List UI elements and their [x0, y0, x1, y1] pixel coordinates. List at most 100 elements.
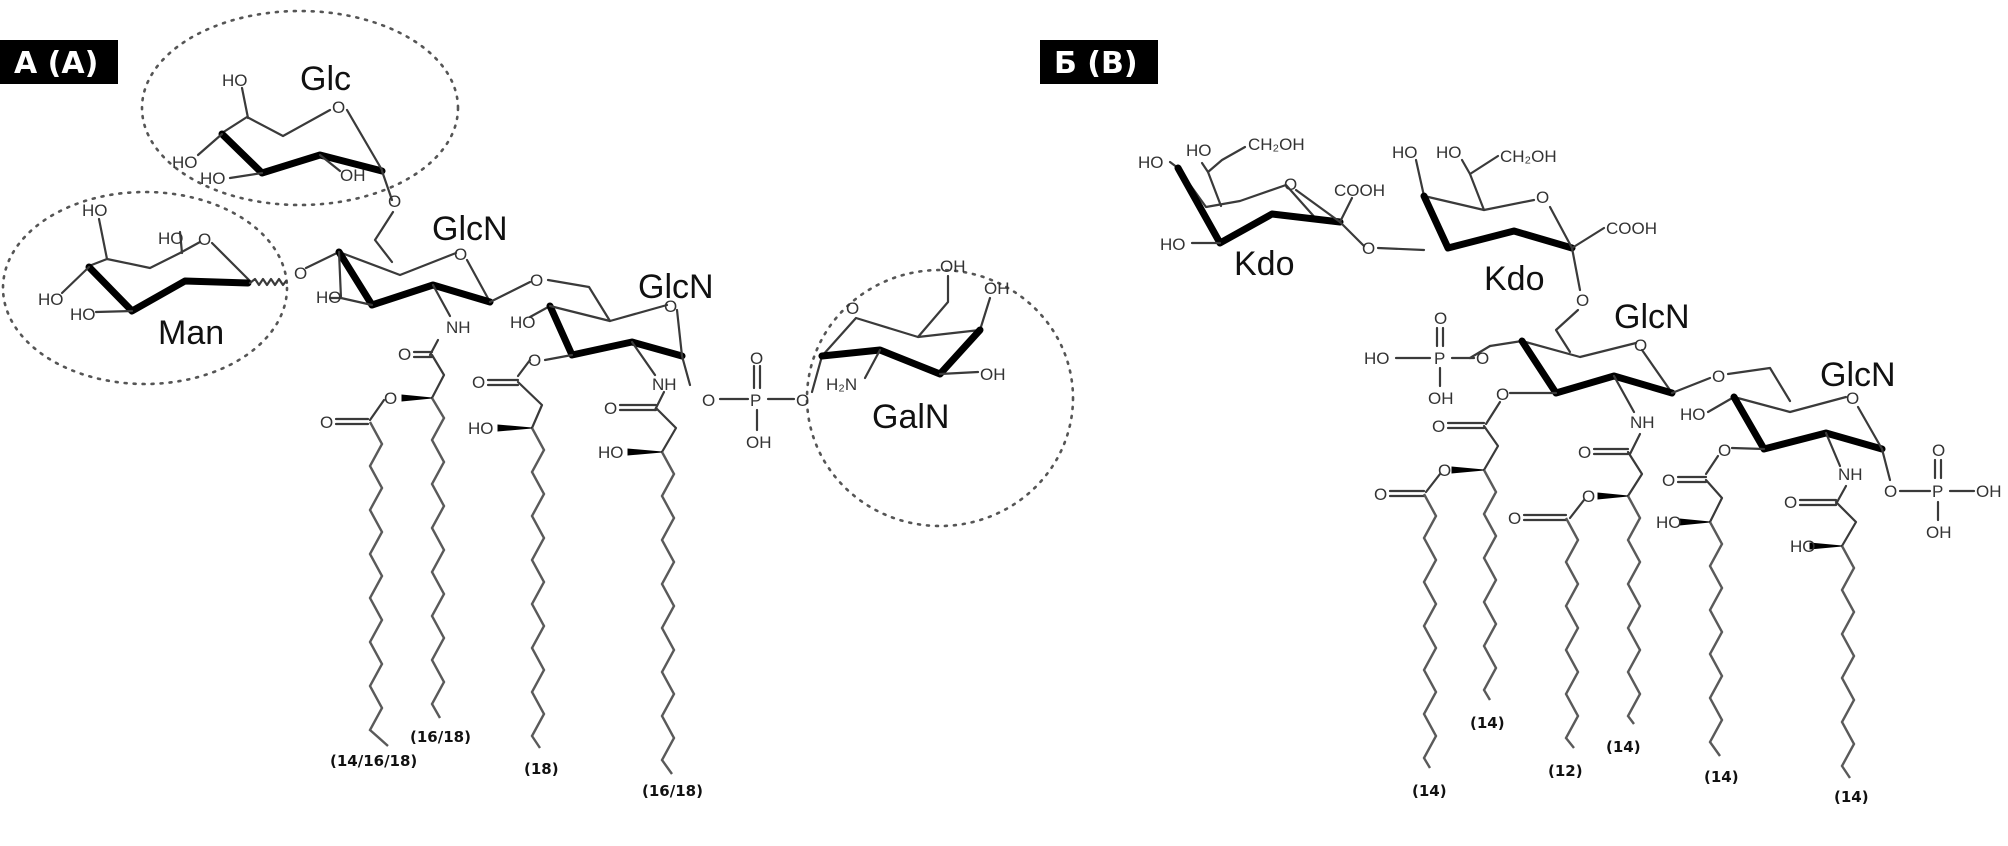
atom-label: O — [530, 271, 543, 290]
atom-label: HO — [1138, 153, 1164, 172]
atom-label: HO — [598, 443, 624, 462]
sugar-label-glc: Glc — [300, 60, 351, 98]
atom-label: HO — [1680, 405, 1706, 424]
atom-label: O — [796, 391, 809, 410]
atom-label: O — [1536, 188, 1549, 207]
atom-label: O — [320, 413, 333, 432]
kdo-ring-2: HO HO CH₂OH O COOH Kdo — [1392, 143, 1657, 298]
atom-label: O — [1434, 309, 1447, 328]
man-highlight-ellipse — [1, 190, 289, 386]
chain-length-label: (16/18) — [410, 728, 471, 746]
atom-label: O — [1932, 441, 1945, 460]
atom-label: HO — [82, 201, 108, 220]
sugar-label-glcn-2: GlcN — [638, 268, 714, 306]
atom-label: OH — [746, 433, 772, 452]
atom-label: O — [1662, 471, 1675, 490]
atom-label: O — [1884, 482, 1897, 501]
atom-label: O — [1476, 349, 1489, 368]
atom-label: O — [1438, 461, 1451, 480]
atom-label: O — [472, 373, 485, 392]
atom-label: HO — [510, 313, 536, 332]
atom-label: OH — [940, 257, 966, 276]
phosphate-group-b-2: O P OH O OH — [1884, 441, 2002, 542]
atom-label: OH — [1926, 523, 1952, 542]
atom-label: O — [664, 297, 677, 316]
atom-label: HO — [70, 305, 96, 324]
atom-label: O — [1582, 487, 1595, 506]
atom-label: OH — [1976, 482, 2002, 501]
sugar-label-glcn-b-1: GlcN — [1614, 298, 1690, 336]
atom-label: H₂N — [826, 375, 857, 394]
atom-label: O — [1718, 441, 1731, 460]
kdo-ring-1: HO HO CH₂OH O COOH HO Kdo — [1138, 135, 1385, 283]
atom-label: O — [750, 349, 763, 368]
atom-label: O — [1496, 385, 1509, 404]
panel-b: Б (B) HO HO CH₂OH O COOH HO Kdo O — [1040, 40, 2002, 806]
atom-label: O — [1374, 485, 1387, 504]
glcn-ring-2: HO O O NH GlcN — [510, 268, 714, 394]
atom-label: O — [528, 351, 541, 370]
atom-label: O — [384, 389, 397, 408]
atom-label: CH₂OH — [1248, 135, 1305, 154]
atom-label: HO — [1436, 143, 1462, 162]
panel-b-label-box — [1040, 40, 1158, 84]
atom-label: O — [604, 399, 617, 418]
acyl-chains-a: O O O O HO O — [320, 338, 703, 800]
atom-label: HO — [158, 229, 184, 248]
chain-length-label: (14) — [1412, 782, 1447, 800]
atom-label: HO — [200, 169, 226, 188]
glcn-ring-1: HO O NH GlcN — [304, 210, 532, 337]
chain-length-label: (14) — [1704, 768, 1739, 786]
atom-label: OH — [340, 166, 366, 185]
atom-label: HO — [1790, 537, 1816, 556]
panel-a-label: А (A) — [14, 46, 98, 81]
atom-label: O — [388, 192, 401, 211]
atom-label: HO — [1392, 143, 1418, 162]
atom-label: O — [1508, 509, 1521, 528]
atom-label: O — [846, 299, 859, 318]
atom-label: O — [454, 245, 467, 264]
sugar-label-kdo-1: Kdo — [1234, 245, 1295, 283]
atom-label: OH — [984, 279, 1010, 298]
atom-label: HO — [172, 153, 198, 172]
atom-label: P — [750, 391, 761, 410]
atom-label: O — [198, 230, 211, 249]
atom-label: O — [332, 98, 345, 117]
acyl-chains-b: O O O O O O — [1374, 400, 1869, 806]
atom-label: O — [1578, 443, 1591, 462]
atom-label: NH — [1838, 465, 1863, 484]
sugar-label-kdo-2: Kdo — [1484, 260, 1545, 298]
sugar-label-galn: GalN — [872, 398, 949, 436]
sugar-label-glcn-1: GlcN — [432, 210, 508, 248]
atom-label: COOH — [1334, 181, 1385, 200]
chain-length-label: (14/16/18) — [330, 752, 417, 770]
atom-label: HO — [1656, 513, 1682, 532]
sugar-label-glcn-b-2: GlcN — [1820, 356, 1896, 394]
atom-label: P — [1434, 349, 1445, 368]
atom-label: O — [294, 264, 307, 283]
panel-a-label-box — [0, 40, 118, 84]
atom-label: OH — [980, 365, 1006, 384]
atom-label: O — [1712, 367, 1725, 386]
phosphate-group-a: O P O OH O — [702, 349, 809, 452]
galn-ring: O OH OH OH H₂N GalN — [810, 257, 1010, 436]
atom-label: O — [1846, 389, 1859, 408]
atom-label: NH — [652, 375, 677, 394]
chain-length-label: (12) — [1548, 762, 1583, 780]
atom-label: O — [1284, 175, 1297, 194]
atom-label: O — [1432, 417, 1445, 436]
atom-label: HO — [1364, 349, 1390, 368]
atom-label: HO — [1186, 141, 1212, 160]
atom-label: HO — [222, 71, 248, 90]
panel-b-label: Б (B) — [1054, 46, 1138, 81]
atom-label: HO — [1160, 235, 1186, 254]
atom-label: COOH — [1606, 219, 1657, 238]
atom-label: O — [1362, 239, 1375, 258]
glcn-ring-b-1: O O O NH GlcN — [1468, 298, 1712, 432]
glc-ring: HO O HO HO OH Glc — [172, 60, 394, 202]
atom-label: HO — [468, 419, 494, 438]
glcn-ring-b-2: HO O O NH GlcN — [1680, 356, 1896, 484]
atom-label: NH — [1630, 413, 1655, 432]
chain-length-label: (14) — [1470, 714, 1505, 732]
man-ring: HO HO O HO HO Man — [38, 201, 288, 352]
